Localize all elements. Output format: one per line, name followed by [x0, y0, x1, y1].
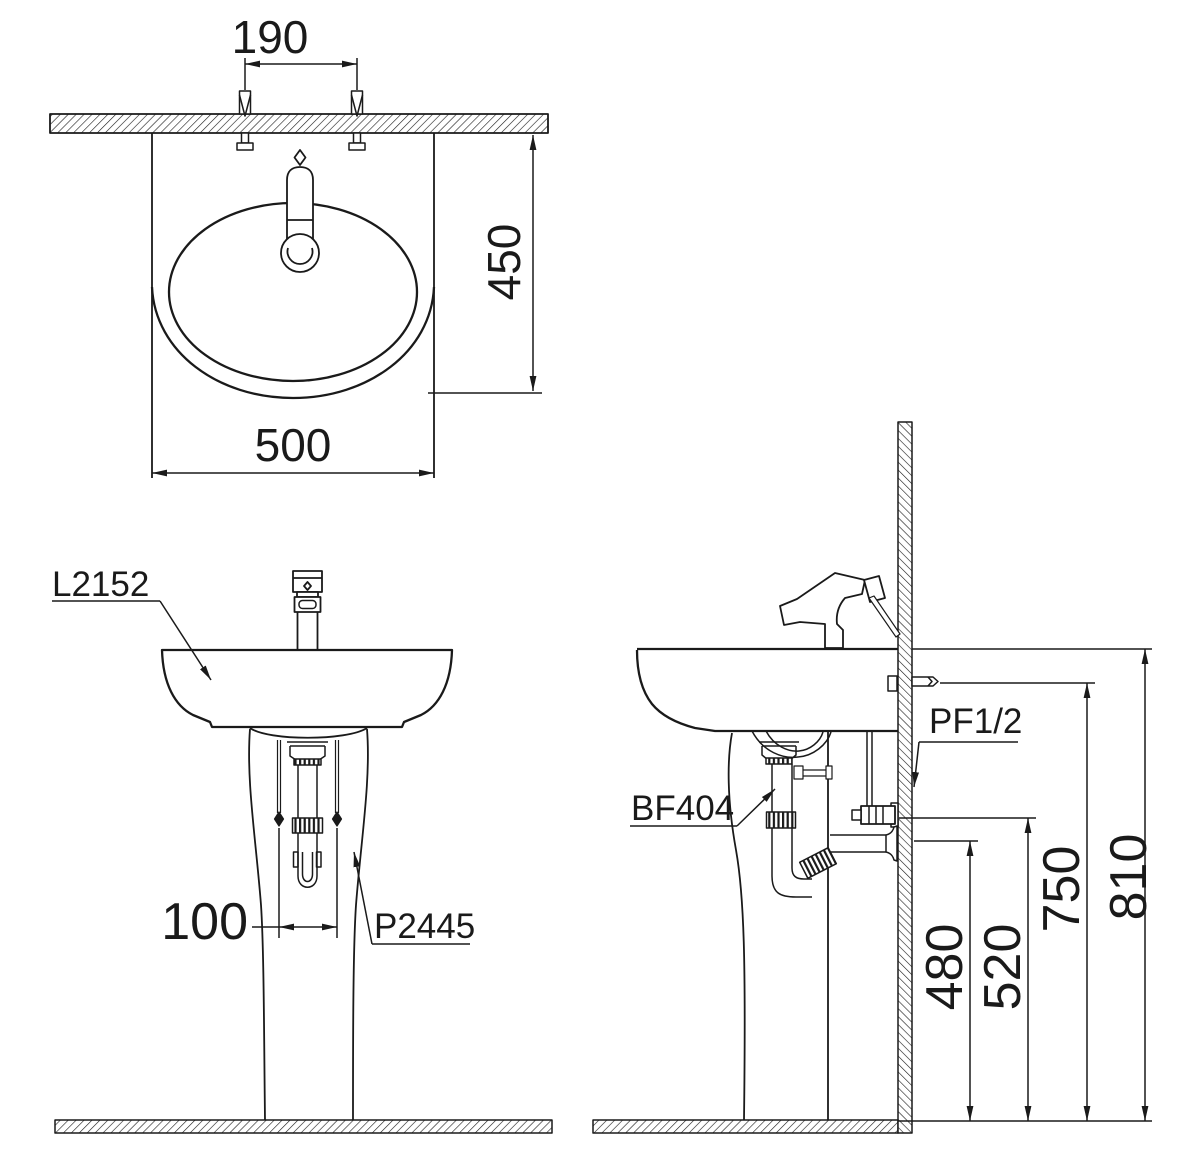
- dimension-450: [428, 135, 542, 394]
- dim-text-500: 500: [255, 419, 332, 471]
- faucet-mount-bolt-right: [348, 90, 366, 151]
- dimension-190: [244, 58, 358, 90]
- dimension-480: [914, 840, 978, 1121]
- wall-anchor-screw: [887, 675, 939, 692]
- dim-text-520: 520: [974, 924, 1032, 1011]
- label-text-P2445: P2445: [374, 907, 475, 946]
- label-leader-L2152: [52, 600, 212, 681]
- floor-section-side-view: [592, 1119, 899, 1134]
- dim-text-810: 810: [1100, 834, 1158, 921]
- basin-side-profile: [635, 649, 898, 733]
- pedestal-front-view: [248, 727, 369, 1121]
- faucet-cap-diamond: [303, 581, 312, 591]
- side-view: [592, 421, 1152, 1134]
- pedestal-side-view: [727, 731, 829, 1121]
- trap-nut-side: [765, 811, 797, 829]
- dim-text-100: 100: [161, 893, 248, 951]
- bowl-underside-curves: [751, 730, 832, 759]
- dim-text-190: 190: [232, 11, 309, 63]
- fixing-rod-left: [273, 740, 285, 827]
- label-text-PF1-2: PF1/2: [929, 702, 1022, 741]
- trap-outlet-nut: [798, 846, 838, 880]
- faucet-mount-bolt-left: [236, 90, 254, 151]
- dim-text-750: 750: [1033, 846, 1091, 933]
- floor-section-front-view: [54, 1119, 553, 1134]
- wall-section-side-view: [897, 421, 913, 1134]
- wall-section-top-view: [49, 113, 549, 134]
- basin-wall-bolt: [793, 765, 833, 780]
- trap-nut-front: [291, 817, 324, 834]
- supply-pipe: [866, 731, 873, 806]
- label-leader-P2445: [353, 851, 470, 945]
- label-text-L2152: L2152: [52, 565, 149, 604]
- top-view: [49, 58, 549, 478]
- faucet-top-view: [280, 149, 320, 273]
- drain-escutcheon: [885, 825, 898, 862]
- faucet-lever-rod: [868, 595, 901, 638]
- fixing-rod-right: [331, 740, 343, 827]
- faucet-front-view: [292, 570, 323, 649]
- faucet-side-view: [779, 572, 901, 649]
- sink-outer-rim: [150, 286, 436, 400]
- trap-side-view: [759, 741, 898, 898]
- front-view: [52, 570, 553, 1134]
- label-leader-BF404: [630, 788, 776, 827]
- dimension-750: [940, 682, 1095, 1121]
- dimension-520: [899, 817, 1036, 1121]
- dimension-810: [912, 648, 1152, 1121]
- faucet-lever-tip: [863, 575, 886, 603]
- angle-valve: [851, 802, 899, 828]
- drain-assembly-front: [287, 741, 328, 888]
- dimension-100: [252, 828, 338, 938]
- faucet-spout-tip-top: [293, 149, 307, 166]
- label-text-BF404: BF404: [631, 789, 734, 828]
- dim-text-450: 450: [478, 224, 530, 301]
- dim-text-480: 480: [916, 924, 974, 1011]
- basin-front-view: [160, 648, 454, 729]
- label-leader-PF1-2: [912, 741, 1018, 788]
